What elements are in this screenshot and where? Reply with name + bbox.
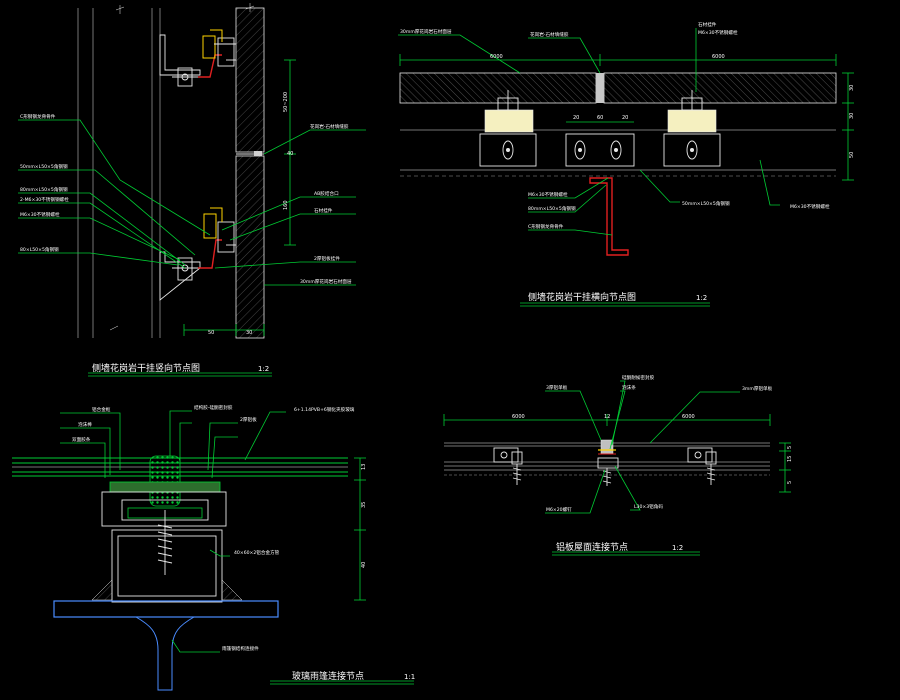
detail-4-dim-2: 6000 (682, 414, 695, 420)
detail-4-label-5: L30×3铝角码 (634, 503, 663, 510)
detail-3-label-5: 2厚铝板 (240, 416, 257, 423)
detail-3-label-0: 6+1.14PVB+6钢化夹胶玻璃 (294, 406, 355, 413)
detail-3-label-6: 40×60×2铝合金方管 (234, 549, 280, 556)
detail-1-dim-3: 160 (283, 200, 289, 210)
detail-2-label-5: C形钢钢龙骨骨件 (528, 223, 564, 230)
detail-4-title: 铝板屋面连接节点 (556, 541, 628, 553)
detail-4-dim-0: 6000 (512, 414, 525, 420)
detail-2-label-4: 80mm×L50×5角钢钢 (528, 205, 576, 212)
glass-roof-detail (12, 410, 414, 691)
detail-3-title: 玻璃雨篷连接节点 (292, 670, 364, 682)
detail-1-label-0: C形钢钢龙骨骨件 (20, 113, 56, 120)
detail-3-label-7: 雨篷钢结构连接件 (222, 645, 259, 652)
detail-4-label-2: 泡沫条 (622, 384, 636, 391)
detail-2-dim-5: 20 (622, 115, 628, 121)
detail-2-dim-4: 60 (597, 115, 603, 121)
detail-2-scale: 1:2 (696, 294, 707, 302)
detail-1-label-9: 2厚铝板挂件 (314, 255, 340, 262)
detail-1-scale: 1:2 (258, 365, 269, 373)
detail-1-label-1: 50mm×L50×5角钢钢 (20, 163, 68, 170)
detail-4-label-1: 硅酮耐候密封胶 (622, 374, 655, 381)
detail-1-title: 侧墙花岗岩干挂竖向节点图 (92, 362, 200, 374)
detail-2-dim-7: 50 (849, 152, 855, 158)
detail-2-label-3: M6×30不锈钢螺栓 (698, 29, 738, 36)
detail-1-label-8: 石材挂件 (314, 207, 333, 214)
detail-2-dim-3: 20 (573, 115, 579, 121)
detail-4-dim-5: 5 (787, 481, 793, 484)
detail-3-label-1: 结构胶-硅酮密封胶 (194, 404, 233, 411)
detail-4-label-3: 3mm厚铝单板 (742, 385, 773, 392)
detail-2-dim-1: 6000 (712, 54, 725, 60)
detail-3-dim-1: 35 (361, 502, 367, 508)
detail-2-label-8: M6×30不锈钢螺栓 (790, 203, 830, 210)
detail-2-dim-0: 6000 (490, 54, 503, 60)
wall-mount-detail (18, 3, 366, 377)
detail-2-label-0: 30mm厚花岗岩石材面层 (400, 28, 452, 35)
detail-1-label-4: M6×30不锈钢螺栓 (20, 211, 60, 218)
detail-4-dim-1: 12 (604, 414, 610, 420)
detail-1-dim-0: 50 (208, 330, 214, 336)
aluminum-roof-detail (443, 380, 791, 556)
detail-4-dim-3: 5 (787, 446, 793, 449)
detail-1-label-2: 80mm×L50×5角钢钢 (20, 186, 68, 193)
detail-1-dim-2: 50~200 (283, 92, 289, 112)
detail-4-label-0: 3厚铝单板 (546, 384, 568, 391)
detail-3-scale: 1:1 (404, 673, 415, 681)
detail-1-label-3: 2-M6×30不锈钢钢螺栓 (20, 196, 69, 203)
detail-2-label-2: 石材挂件 (698, 21, 717, 28)
detail-3-label-3: 泡沫棒 (78, 421, 92, 428)
detail-2-dim-2: 30 (849, 85, 855, 91)
detail-1-label-10: 30mm厚花岗岩石材面层 (300, 278, 352, 285)
detail-3-label-2: 铝合金框 (92, 406, 111, 413)
detail-4-scale: 1:2 (672, 544, 683, 552)
detail-1-label-11: 花岗岩-石材填缝胶 (310, 123, 349, 130)
detail-4-dim-4: 15 (787, 456, 793, 462)
detail-2-title: 侧墙花岗岩干挂横向节点图 (528, 291, 636, 303)
detail-1-label-6: AB胶结合口 (314, 190, 339, 197)
detail-2-dim-6: 30 (849, 113, 855, 119)
detail-3-dim-0: 13 (361, 464, 367, 470)
horizontal-detail (398, 28, 854, 307)
detail-2-label-1: 花岗岩-石材填缝胶 (530, 31, 569, 38)
detail-2-label-7: M6×30不锈钢螺栓 (528, 191, 568, 198)
detail-1-label-5: 80×L50×5角钢钢 (20, 246, 59, 253)
detail-3-label-4: 双面胶条 (72, 436, 91, 443)
detail-2-label-6: 50mm×L50×5角钢钢 (682, 200, 730, 207)
detail-3-dim-2: 40 (361, 562, 367, 568)
detail-1-dim-4: 40 (287, 151, 293, 157)
detail-4-label-4: M6×20螺钉 (546, 506, 572, 513)
detail-1-dim-1: 30 (246, 330, 252, 336)
